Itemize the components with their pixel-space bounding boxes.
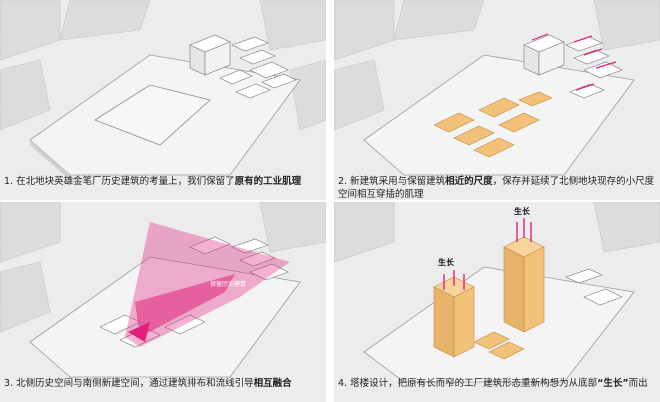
panel-2-axonometric-illustration	[334, 0, 660, 200]
flow-arrowhead	[128, 322, 150, 342]
panel-2: 2. 新建筑采用与保留建筑相近的尺度，保存并延续了北侧地块现存的小尺度空间相互穿…	[334, 0, 660, 200]
panel-4-caption: 4. 塔楼设计，把原有长而窄的工厂建筑形态重新构想为从底部“生长”而出	[338, 378, 648, 389]
panel-4-axonometric-illustration: 生长 生长	[334, 202, 660, 402]
growth-arrows	[443, 218, 532, 290]
new-blocks	[433, 91, 553, 158]
growth-label-top: 生长	[514, 206, 531, 216]
panel-3-caption: 3. 北侧历史空间与南侧新建空间，通过建筑排布和流线引导相互融合	[4, 378, 292, 389]
panel-3-axonometric-illustration: 保留历史建筑	[0, 202, 326, 402]
scale-arrows	[531, 33, 617, 91]
tower-left	[433, 276, 475, 358]
panel-1-caption: 1. 在北地块英雄金笔厂历史建筑的考量上，我们保留了原有的工业肌理	[4, 176, 302, 187]
panel-1-axonometric-illustration	[0, 0, 326, 200]
panel-1: 1. 在北地块英雄金笔厂历史建筑的考量上，我们保留了原有的工业肌理	[0, 0, 326, 200]
panel-2-caption: 2. 新建筑采用与保留建筑相近的尺度，保存并延续了北侧地块现存的小尺度空间相互穿…	[338, 176, 655, 200]
panel-3: 保留历史建筑 3. 北侧历史空间与南侧新建空间，通过建筑排布和流线引导相互融合	[0, 202, 326, 402]
tower-right	[503, 236, 545, 333]
flow-label: 保留历史建筑	[210, 280, 246, 288]
growth-label-left: 生长	[438, 257, 455, 267]
panel-4: 生长 生长 4. 塔楼设计，把原有长而窄的工厂建筑形态重新构想为从底部“生长”而…	[334, 202, 660, 402]
